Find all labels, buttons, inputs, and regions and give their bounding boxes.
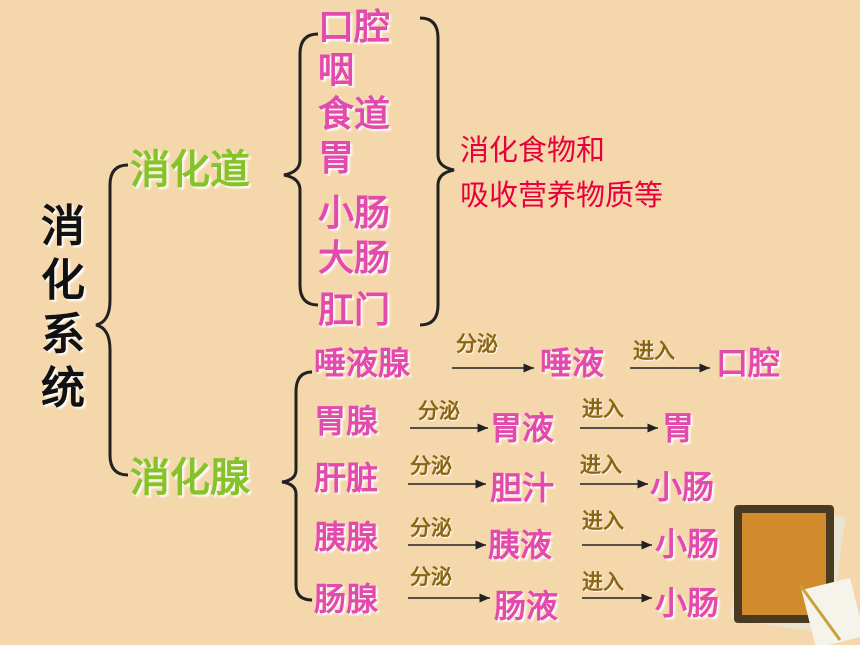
- gland-salivary: 唾液腺: [314, 344, 411, 382]
- enter-label: 进入: [633, 339, 675, 363]
- target-small-intestine: 小肠: [650, 468, 715, 506]
- juice-bile: 胆汁: [490, 469, 555, 507]
- organ-stomach: 胃: [318, 138, 355, 179]
- target-small-intestine: 小肠: [655, 584, 720, 622]
- gland-intestinal: 肠腺: [314, 580, 379, 618]
- organ-pharynx: 咽: [318, 50, 355, 91]
- branch-glands-label: 消化腺: [130, 455, 250, 501]
- target-mouth: 口腔: [716, 344, 781, 382]
- root-title: 消化系统: [41, 201, 85, 414]
- gland-pancreas: 胰腺: [314, 518, 379, 556]
- glands-brace: [281, 370, 313, 602]
- target-small-intestine: 小肠: [655, 525, 720, 563]
- secrete-label: 分泌: [456, 332, 498, 356]
- organ-anus: 肛门: [318, 290, 391, 331]
- juice-intestinal: 肠液: [494, 587, 559, 625]
- organ-large-intestine: 大肠: [318, 238, 391, 279]
- tract-brace: [283, 32, 319, 307]
- function-line-2: 吸收营养物质等: [460, 178, 664, 212]
- secrete-label: 分泌: [418, 399, 460, 423]
- juice-saliva: 唾液: [540, 344, 605, 382]
- juice-gastric: 胃液: [490, 409, 555, 447]
- function-line-1: 消化食物和: [460, 133, 606, 167]
- target-stomach: 胃: [662, 409, 695, 447]
- branch-tract-label: 消化道: [130, 147, 250, 193]
- secrete-label: 分泌: [410, 565, 452, 589]
- organ-small-intestine: 小肠: [318, 193, 391, 234]
- enter-label: 进入: [580, 453, 622, 477]
- gland-liver: 肝脏: [314, 459, 379, 497]
- secrete-label: 分泌: [410, 454, 452, 478]
- juice-pancreatic: 胰液: [488, 526, 553, 564]
- secrete-label: 分泌: [410, 516, 452, 540]
- gland-gastric: 胃腺: [314, 402, 379, 440]
- function-brace: [419, 16, 455, 327]
- notebook-icon: [730, 505, 860, 645]
- enter-label: 进入: [582, 570, 624, 594]
- root-brace: [95, 163, 129, 477]
- organ-esophagus: 食道: [318, 94, 391, 135]
- enter-label: 进入: [582, 509, 624, 533]
- organ-mouth: 口腔: [318, 7, 391, 48]
- enter-label: 进入: [582, 397, 624, 421]
